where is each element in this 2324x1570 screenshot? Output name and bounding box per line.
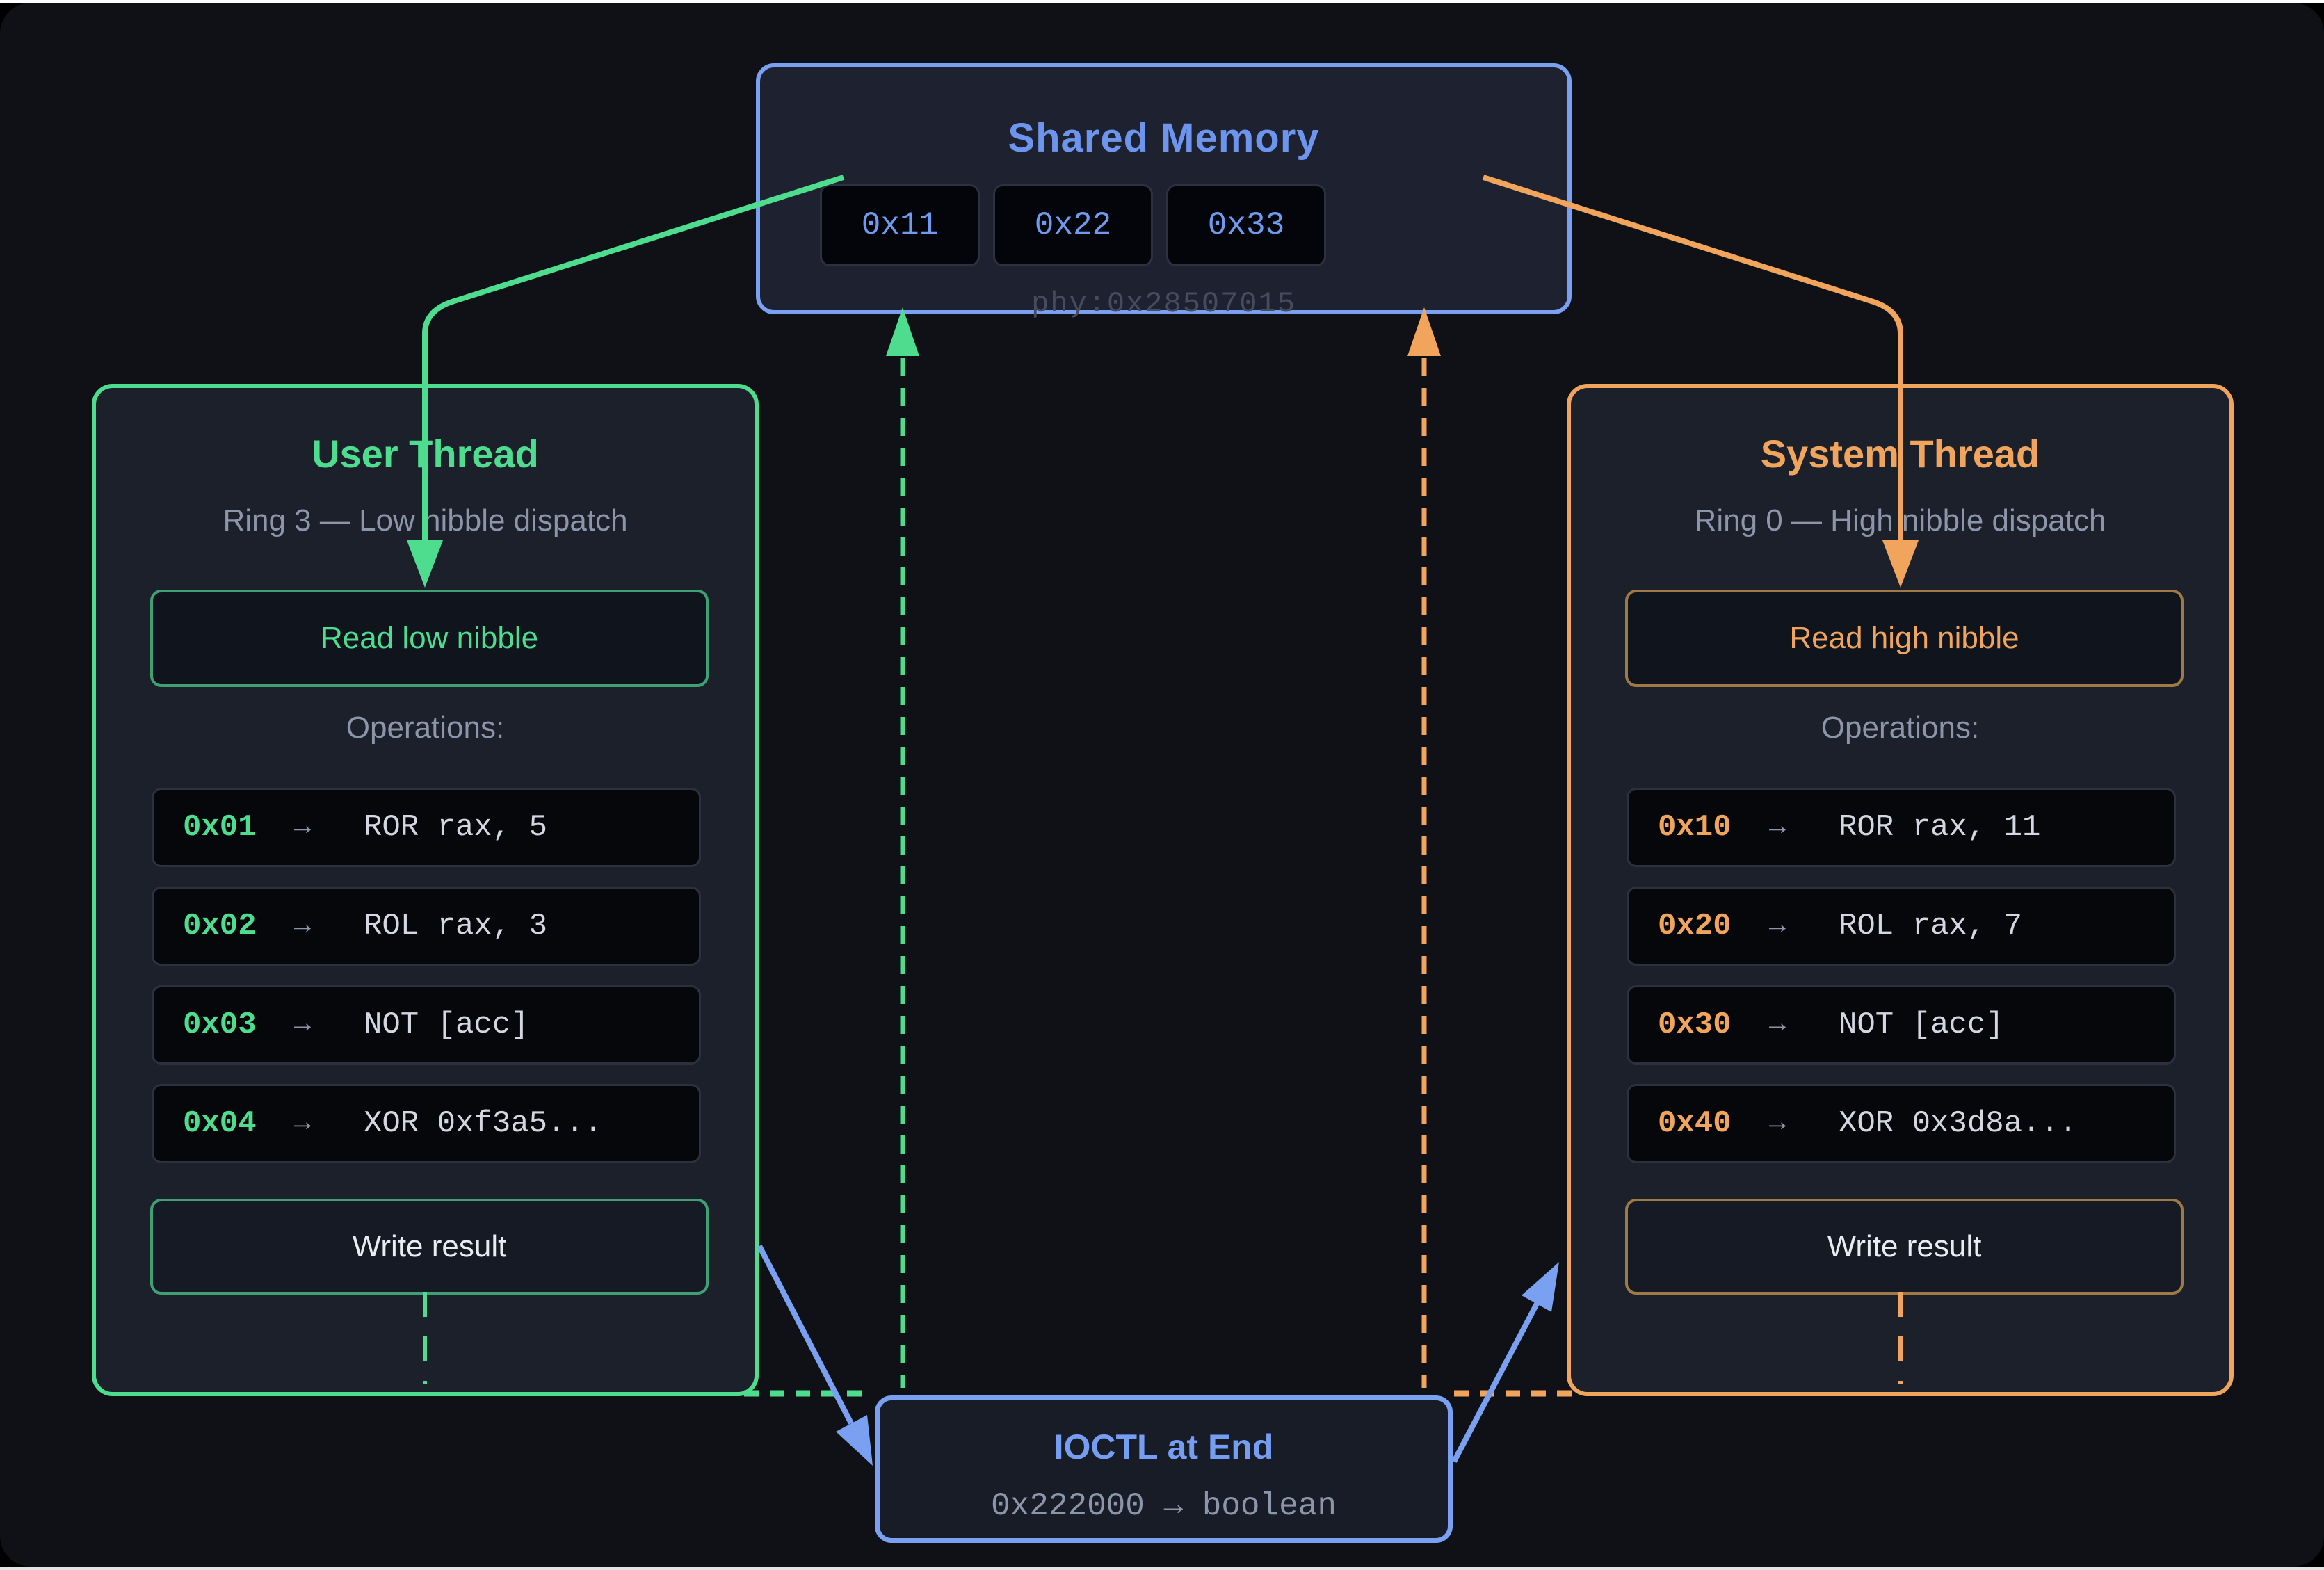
- opcode: 0x20: [1658, 909, 1732, 944]
- opcode: 0x04: [183, 1106, 257, 1141]
- opcode: 0x03: [183, 1007, 257, 1042]
- user-thread-box: User Thread Ring 3 — Low nibble dispatch…: [92, 384, 759, 1396]
- maps-to-arrow-icon: →: [294, 811, 312, 843]
- ioctl-box: IOCTL at End 0x222000 → boolean: [875, 1395, 1453, 1543]
- maps-to-arrow-icon: →: [1769, 910, 1786, 942]
- user-op-row: 0x02 → ROL rax, 3: [152, 887, 701, 966]
- ioctl-title: IOCTL at End: [1054, 1427, 1274, 1466]
- system-op-row: 0x30 → NOT [acc]: [1627, 985, 2176, 1065]
- memory-cell: 0x22: [993, 184, 1153, 266]
- maps-to-arrow-icon: →: [1769, 1108, 1786, 1140]
- user-op-row: 0x03 → NOT [acc]: [152, 985, 701, 1065]
- system-thread-box: System Thread Ring 0 — High nibble dispa…: [1567, 384, 2234, 1396]
- user-write-result-button[interactable]: Write result: [150, 1199, 709, 1295]
- maps-to-arrow-icon: →: [294, 1009, 312, 1041]
- user-operations-label: Operations:: [346, 711, 505, 745]
- instruction: ROR rax, 5: [364, 810, 548, 845]
- shared-memory-title: Shared Memory: [1008, 115, 1320, 161]
- instruction: NOT [acc]: [364, 1007, 529, 1042]
- system-thread-title: System Thread: [1760, 432, 2040, 476]
- top-edge-line: [0, 0, 2324, 3]
- instruction: XOR 0x3d8a...: [1839, 1106, 2078, 1141]
- shared-memory-box: Shared Memory 0x11 0x22 0x33 phy:0x28507…: [756, 63, 1572, 321]
- instruction: NOT [acc]: [1839, 1007, 2004, 1042]
- system-op-row: 0x20 → ROL rax, 7: [1627, 887, 2176, 966]
- physical-address-label: phy:0x28507015: [1031, 287, 1296, 321]
- system-thread-subtitle: Ring 0 — High nibble dispatch: [1694, 503, 2106, 537]
- opcode: 0x10: [1658, 810, 1732, 845]
- user-op-row: 0x01 → ROR rax, 5: [152, 788, 701, 867]
- read-low-nibble-button[interactable]: Read low nibble: [150, 590, 709, 687]
- opcode: 0x40: [1658, 1106, 1732, 1141]
- opcode: 0x30: [1658, 1007, 1732, 1042]
- user-thread-title: User Thread: [312, 432, 539, 476]
- diagram-canvas: Shared Memory 0x11 0x22 0x33 phy:0x28507…: [0, 3, 2324, 1567]
- user-op-row: 0x04 → XOR 0xf3a5...: [152, 1084, 701, 1163]
- opcode: 0x02: [183, 909, 257, 944]
- system-op-row: 0x40 → XOR 0x3d8a...: [1627, 1084, 2176, 1163]
- system-operations-label: Operations:: [1821, 711, 1980, 745]
- maps-to-arrow-icon: →: [1769, 1009, 1786, 1041]
- memory-cell: 0x33: [1166, 184, 1326, 266]
- opcode: 0x01: [183, 810, 257, 845]
- instruction: ROL rax, 3: [364, 909, 548, 944]
- instruction: XOR 0xf3a5...: [364, 1106, 603, 1141]
- ioctl-mapping-label: 0x222000 → boolean: [991, 1488, 1337, 1524]
- maps-to-arrow-icon: →: [294, 1108, 312, 1140]
- system-op-row: 0x10 → ROR rax, 11: [1627, 788, 2176, 867]
- instruction: ROR rax, 11: [1839, 810, 2041, 845]
- read-high-nibble-button[interactable]: Read high nibble: [1625, 590, 2184, 687]
- system-write-result-button[interactable]: Write result: [1625, 1199, 2184, 1295]
- bottom-edge-line: [0, 1567, 2324, 1570]
- instruction: ROL rax, 7: [1839, 909, 2023, 944]
- maps-to-arrow-icon: →: [1769, 811, 1786, 843]
- memory-cell: 0x11: [820, 184, 980, 266]
- user-thread-subtitle: Ring 3 — Low nibble dispatch: [223, 503, 628, 537]
- maps-to-arrow-icon: →: [294, 910, 312, 942]
